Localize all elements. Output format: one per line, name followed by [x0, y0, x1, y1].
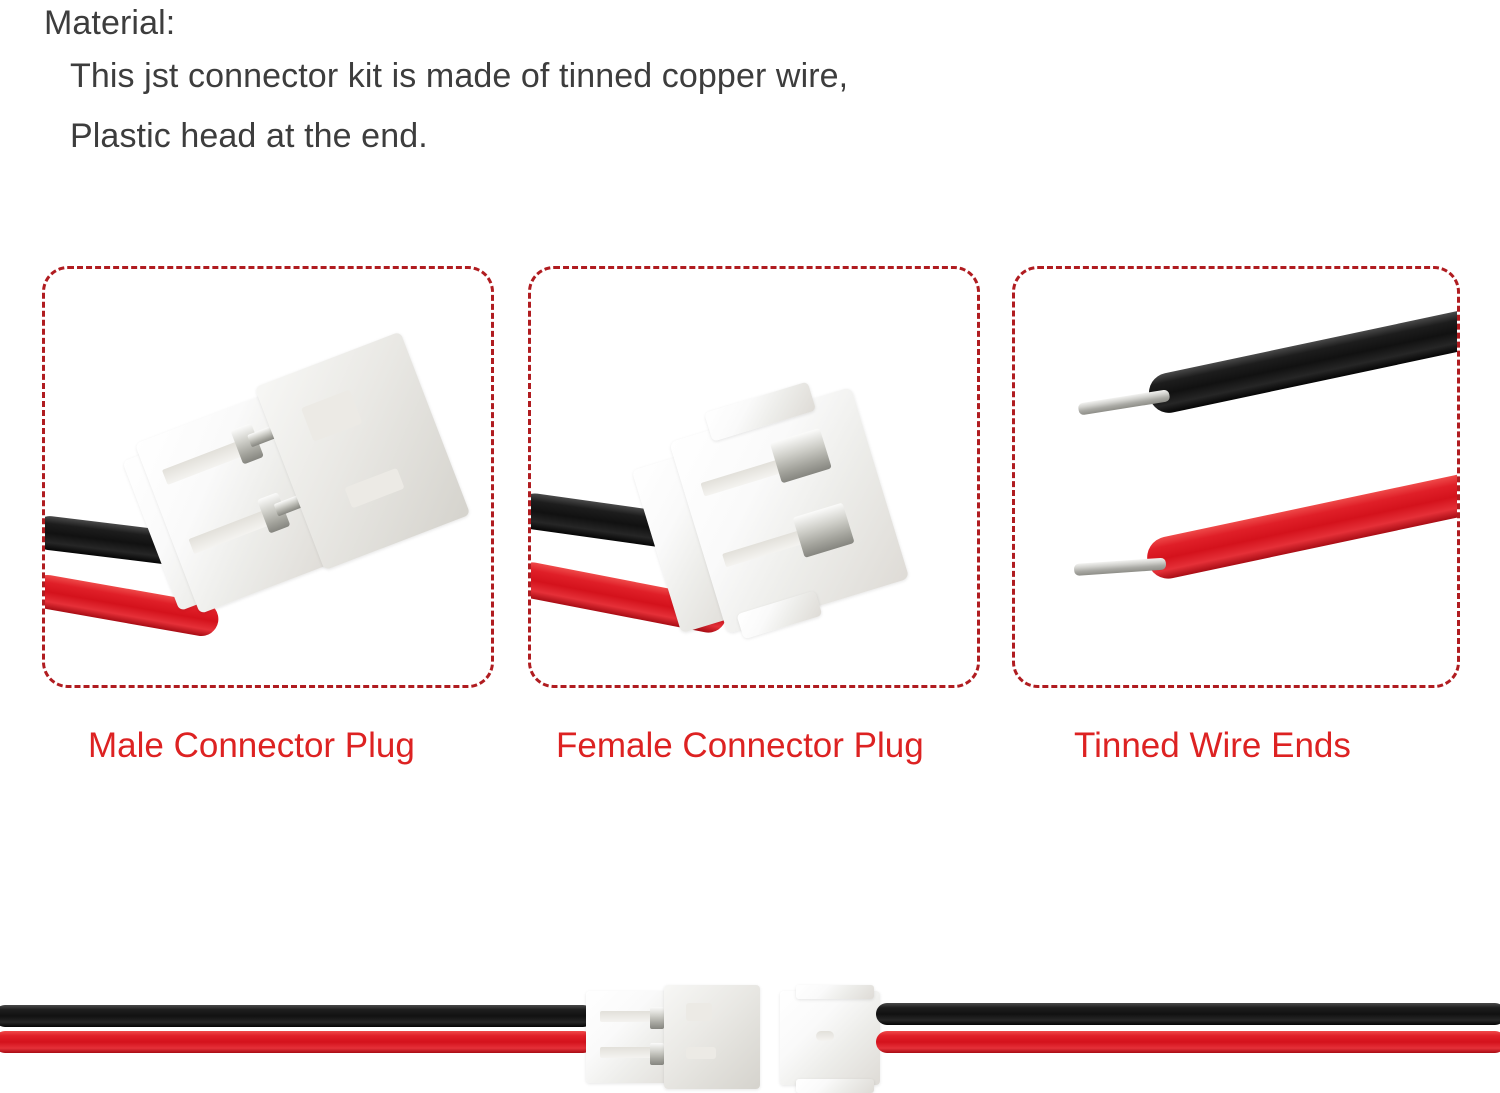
housing-latch-tab: [796, 985, 874, 999]
black-wire: [1145, 298, 1457, 417]
shroud-window-bottom: [686, 1047, 716, 1059]
male-connector-body: [114, 330, 475, 628]
material-description-line-2: Plastic head at the end.: [70, 117, 428, 155]
black-wire-group: [1068, 298, 1457, 456]
red-wire: [1143, 462, 1457, 583]
contact-slot-bottom: [600, 1047, 662, 1058]
black-wire-tinned-tip: [1077, 389, 1171, 416]
caption-female-connector-plug: Female Connector Plug: [556, 726, 924, 765]
housing-front-shroud: [664, 985, 760, 1089]
bottom-right-black-wire: [876, 1003, 1500, 1025]
material-text-block: Material: This jst connector kit is made…: [44, 0, 1344, 166]
panel-tinned-wire-ends: [1012, 266, 1460, 688]
shroud-window-top: [686, 1003, 712, 1021]
male-connector-photo: [45, 269, 491, 685]
female-connector-photo: [531, 269, 977, 685]
red-wire-tinned-tip: [1073, 557, 1167, 576]
bottom-right-red-wire: [876, 1031, 1500, 1053]
bottom-left-red-wire: [0, 1031, 594, 1053]
contact-slot-top: [600, 1011, 662, 1022]
product-detail-panels: [0, 266, 1500, 688]
bottom-product-strip: [0, 955, 1500, 1093]
caption-tinned-wire-ends: Tinned Wire Ends: [1074, 726, 1351, 765]
metal-pin-top: [650, 1007, 664, 1029]
bottom-left-black-wire: [0, 1005, 594, 1027]
housing-bottom-foot: [796, 1079, 874, 1093]
bottom-male-connector: [586, 985, 766, 1089]
red-wire-group: [1066, 462, 1457, 620]
bottom-female-connector: [780, 985, 900, 1093]
tinned-wire-ends-photo: [1015, 269, 1457, 685]
material-description-line-1: This jst connector kit is made of tinned…: [70, 57, 849, 95]
housing-face-detail: [816, 1031, 834, 1041]
caption-male-connector-plug: Male Connector Plug: [88, 726, 415, 765]
panel-female-connector-plug: [528, 266, 980, 688]
panel-male-connector-plug: [42, 266, 494, 688]
metal-pin-bottom: [650, 1043, 664, 1065]
material-heading: Material:: [44, 4, 176, 42]
panel-captions: Male Connector Plug Female Connector Plu…: [0, 718, 1500, 780]
